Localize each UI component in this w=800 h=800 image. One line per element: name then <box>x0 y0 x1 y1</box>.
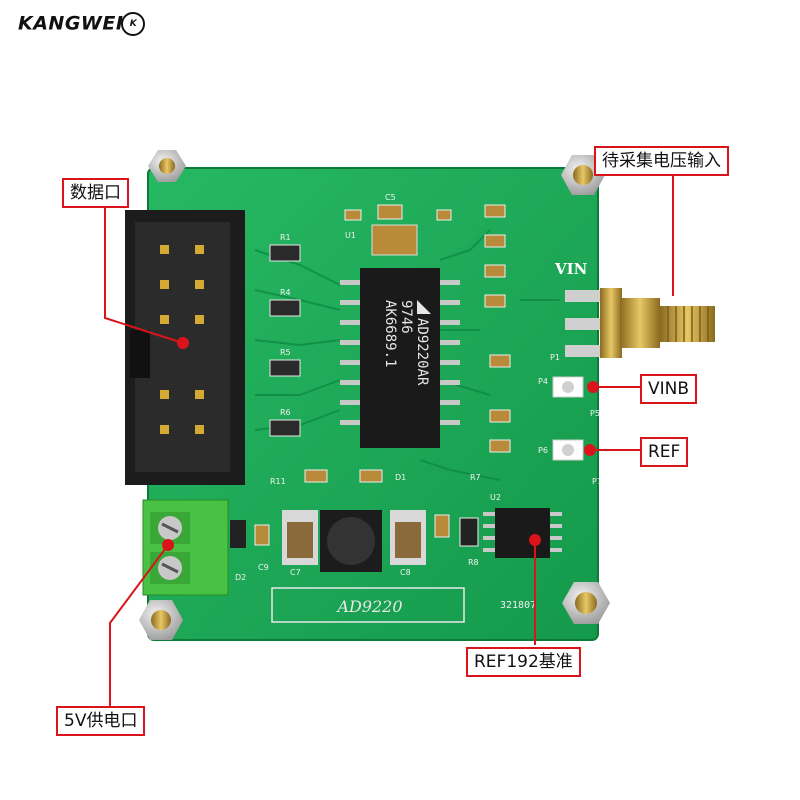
brand-name: KANGWEI <box>18 12 124 35</box>
label-r1: R1 <box>280 233 291 242</box>
callout-power-port: 5V供电口 <box>56 706 146 736</box>
diode-d2 <box>230 520 246 548</box>
label-p6: P6 <box>538 446 548 455</box>
callout-lines <box>104 172 674 706</box>
sma-connector <box>565 288 715 358</box>
name-box <box>271 587 465 623</box>
label-p7: P7 <box>592 477 602 486</box>
silkscreen-name: AD9220 <box>335 597 402 616</box>
label-d2: D2 <box>235 573 246 582</box>
brand-badge-icon: K <box>121 12 146 36</box>
chip-ad9220: AD9220AR 9746 AK6689.1 <box>340 268 460 448</box>
callout-dots <box>162 337 599 551</box>
data-header <box>125 210 245 485</box>
label-c5: C5 <box>385 193 396 202</box>
nut-top-left <box>148 150 186 182</box>
label-u2: U2 <box>490 493 501 502</box>
adi-logo-icon <box>417 300 431 314</box>
tantalum-cap <box>371 224 418 256</box>
chip-ref192 <box>483 508 562 558</box>
label-p5: P5 <box>590 409 600 418</box>
chip-line1: AD9220AR <box>414 318 430 386</box>
label-r4: R4 <box>280 288 291 297</box>
inductor <box>320 510 382 572</box>
chip-line2: 9746 <box>398 300 414 334</box>
nut-bottom-right <box>562 582 610 624</box>
nut-bottom-left <box>139 600 183 640</box>
label-c9: C9 <box>258 563 269 572</box>
callout-input-voltage: 待采集电压输入 <box>594 146 729 176</box>
label-r7: R7 <box>470 473 481 482</box>
electrolytic-caps <box>282 510 426 565</box>
label-c8: C8 <box>400 568 411 577</box>
label-r6: R6 <box>280 408 291 417</box>
label-r8: R8 <box>468 558 479 567</box>
label-p4: P4 <box>538 377 548 386</box>
smd-components <box>254 204 511 547</box>
power-terminal-block <box>142 499 229 596</box>
label-r5: R5 <box>280 348 291 357</box>
callout-ref192: REF192基准 <box>466 647 581 677</box>
label-u1: U1 <box>345 231 356 240</box>
label-c7: C7 <box>290 568 301 577</box>
label-d1: D1 <box>395 473 406 482</box>
resistor-array <box>269 244 301 437</box>
board-number: 321807 <box>500 600 536 611</box>
callout-vinb: VINB <box>640 374 698 404</box>
label-r11: R11 <box>270 477 286 486</box>
label-vin: VIN <box>554 260 588 278</box>
test-pads <box>552 376 584 461</box>
label-p1: P1 <box>550 353 560 362</box>
mounting-nuts <box>139 150 610 640</box>
chip-line3: AK6689.1 <box>382 300 398 367</box>
callout-ref: REF <box>640 437 689 467</box>
callout-data-port: 数据口 <box>62 178 129 208</box>
